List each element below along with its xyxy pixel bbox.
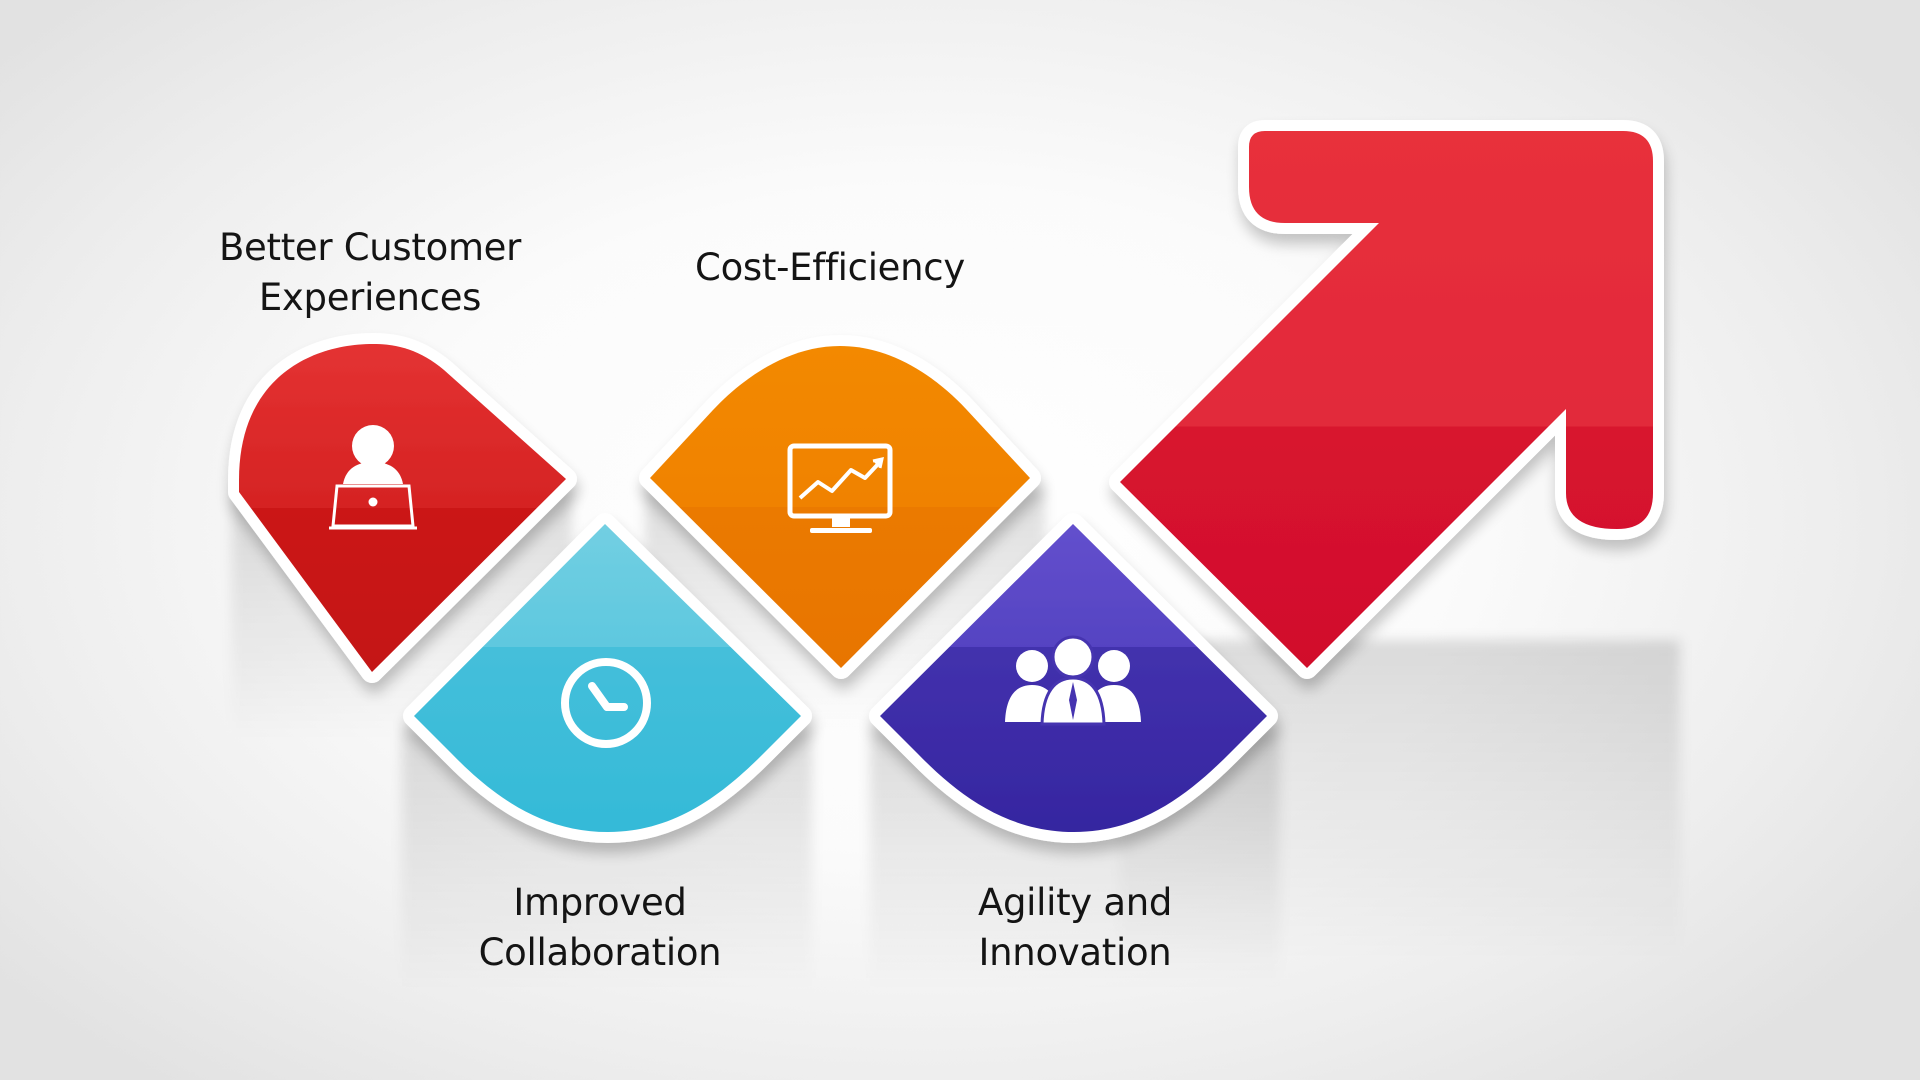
label-better-customer-experiences: Better Customer Experiences <box>210 223 530 323</box>
customer-laptop-icon <box>329 425 417 530</box>
label-line: Improved <box>513 881 687 924</box>
label-line: Collaboration <box>478 931 722 974</box>
label-line: Agility and <box>977 881 1173 924</box>
clock-icon <box>561 658 651 748</box>
label-agility-and-innovation: Agility and Innovation <box>915 878 1235 978</box>
label-line: Better Customer <box>218 226 522 269</box>
improved-collaboration-shape <box>403 513 812 843</box>
label-line: Innovation <box>978 931 1172 974</box>
team-icon <box>1005 635 1141 726</box>
growth-arrow <box>1109 120 1664 679</box>
label-line: Cost-Efficiency <box>695 246 965 289</box>
label-cost-efficiency: Cost-Efficiency <box>670 243 990 293</box>
label-line: Experiences <box>258 276 482 319</box>
monitor-chart-icon <box>787 443 893 533</box>
cost-efficiency-shape <box>639 335 1041 679</box>
label-improved-collaboration: Improved Collaboration <box>440 878 760 978</box>
better-customer-experiences-shape <box>228 333 577 683</box>
